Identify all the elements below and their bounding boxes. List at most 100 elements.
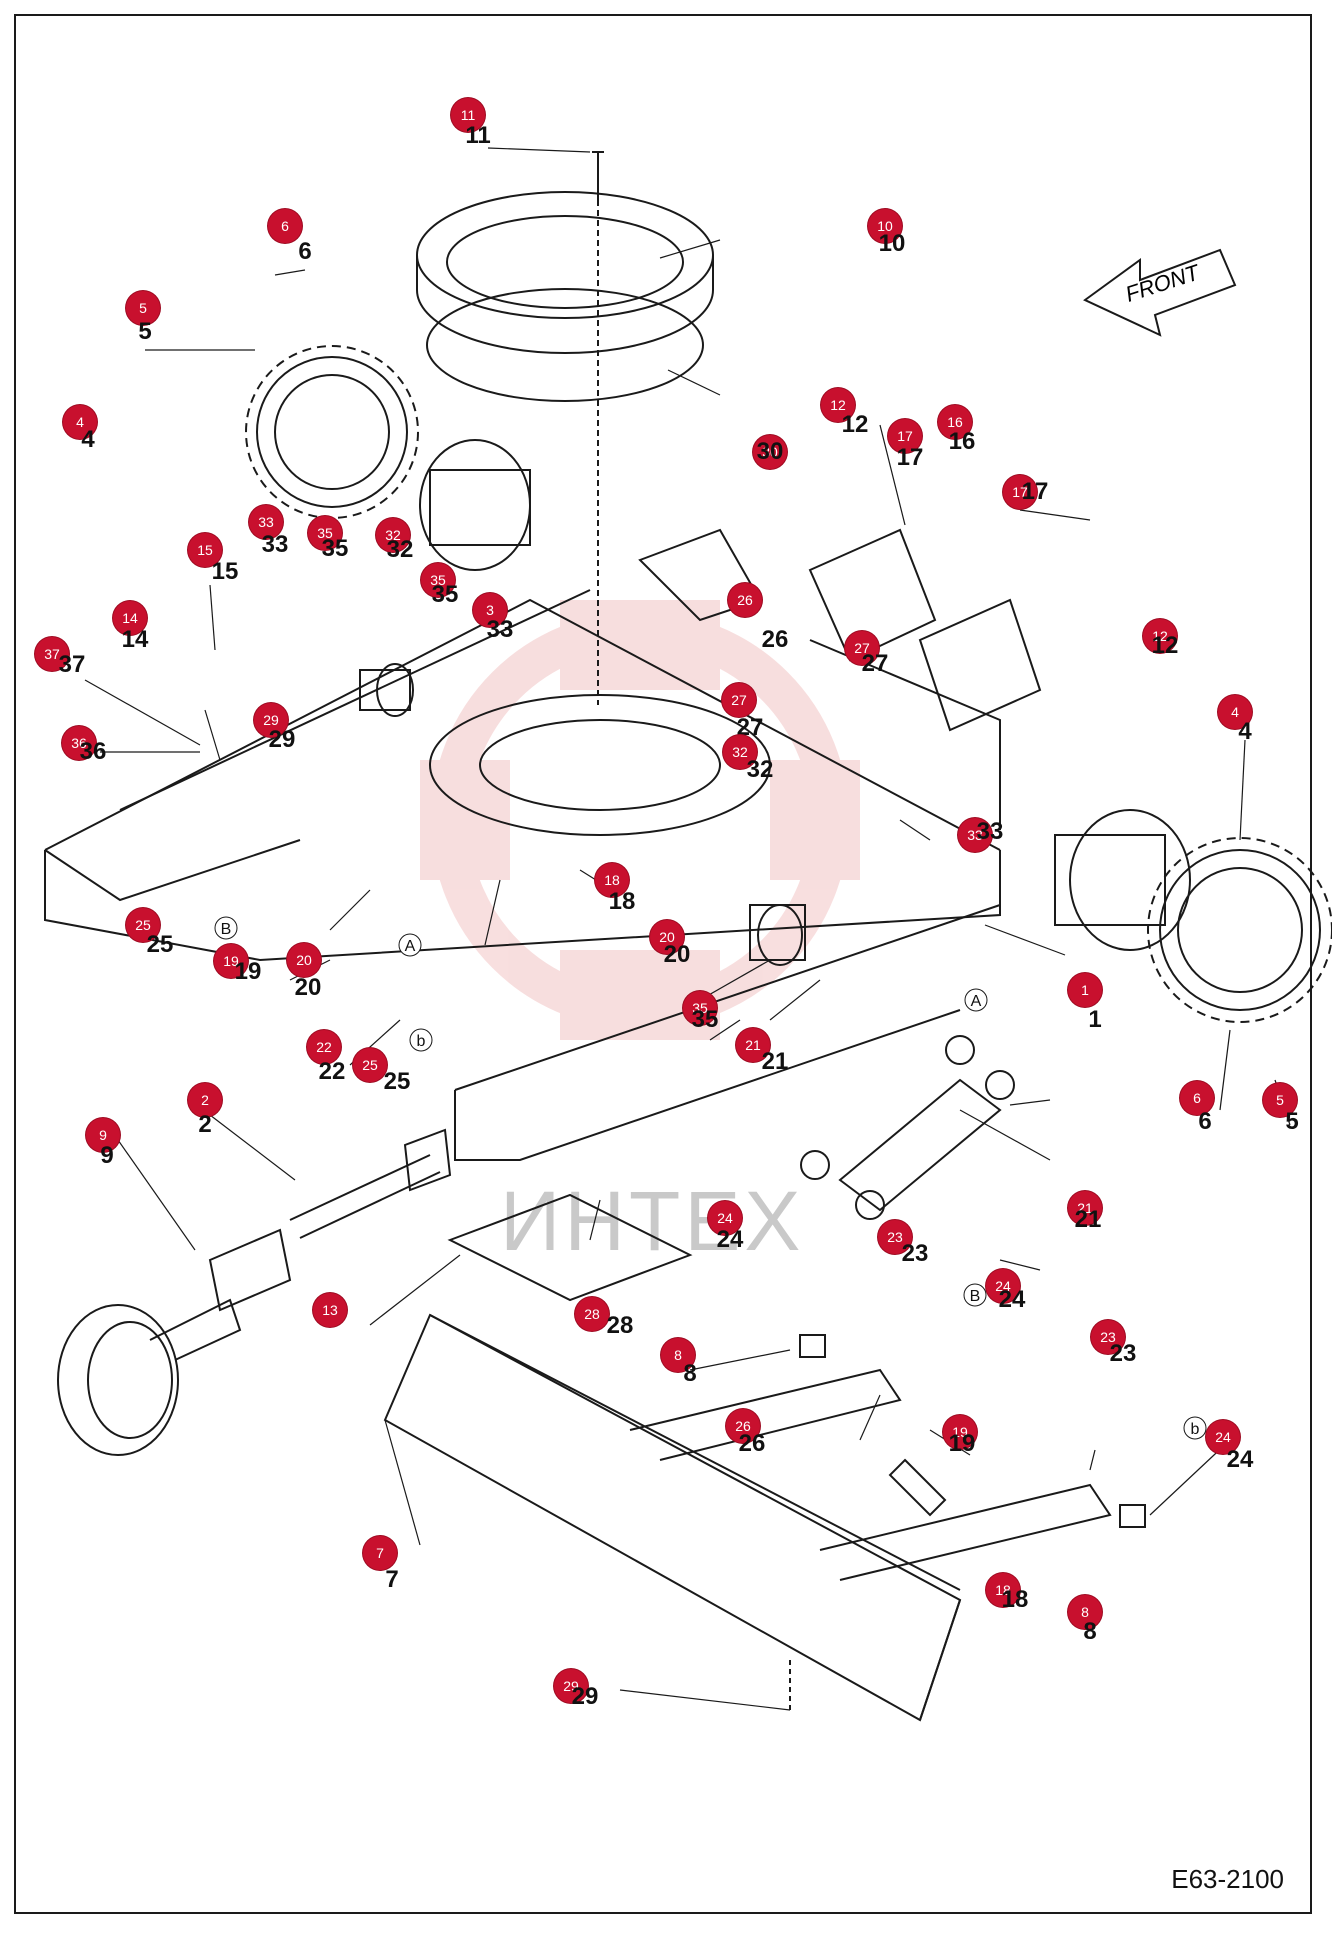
leader-lines (84, 147, 1291, 1711)
view-letter-b-small-1: b (417, 1033, 426, 1050)
callout-badge-21[interactable]: 21 (736, 1028, 770, 1062)
callout-badge-17[interactable]: 17 (1003, 475, 1037, 509)
callout-badge-15[interactable]: 15 (188, 533, 222, 567)
part-number-label-22: 22 (318, 1058, 346, 1085)
callout-badge-25[interactable]: 25 (353, 1048, 387, 1082)
part-number-label-5: 5 (1285, 1108, 1299, 1135)
callout-badge-12[interactable]: 12 (1143, 619, 1177, 653)
callout-badge-21[interactable]: 21 (1068, 1191, 1102, 1225)
part-number-label-35: 35 (431, 581, 459, 608)
view-letter-a1: A (405, 938, 416, 955)
callout-badge-6[interactable]: 6 (268, 209, 302, 243)
callout-badge-3[interactable]: 3 (473, 593, 507, 627)
callout-badge-27[interactable]: 27 (845, 631, 879, 665)
part-number-label-1: 1 (1088, 1006, 1102, 1033)
callout-badge-5[interactable]: 5 (126, 291, 160, 325)
bushing-upper (799, 1334, 826, 1358)
callout-badge-4[interactable]: 4 (1218, 695, 1252, 729)
callout-badge-35[interactable]: 35 (421, 563, 455, 597)
callout-badge-28[interactable]: 28 (575, 1297, 609, 1331)
callout-badge-18[interactable]: 18 (595, 863, 629, 897)
part-number-label-14: 14 (121, 626, 149, 653)
left-sprocket (245, 345, 419, 519)
part-number-label-12: 12 (841, 411, 869, 438)
part-number-label-20: 20 (294, 974, 322, 1001)
callout-badge-35[interactable]: 35 (308, 516, 342, 550)
callout-badge-26[interactable]: 26 (726, 1409, 760, 1443)
callout-badge-9[interactable]: 9 (86, 1118, 120, 1152)
part-number-label-6: 6 (298, 238, 312, 265)
callout-badge-7[interactable]: 7 (363, 1536, 397, 1570)
part-number-label-30: 30 (756, 438, 784, 465)
part-number-label-5: 5 (138, 318, 152, 345)
part-number-label-27: 27 (861, 650, 889, 677)
part-number-label-11: 11 (465, 122, 491, 149)
part-number-label-2: 2 (198, 1111, 212, 1138)
part-number-label-32: 32 (386, 536, 414, 563)
callout-badge-1[interactable]: 1 (1068, 973, 1102, 1007)
callout-badge-27[interactable]: 27 (722, 683, 756, 717)
callout-badge-32[interactable]: 32 (376, 518, 410, 552)
part-number-label-23: 23 (1109, 1340, 1137, 1367)
callout-badge-35[interactable]: 35 (683, 991, 717, 1025)
callout-badge-26[interactable]: 26 (728, 583, 762, 617)
view-letter-b2: B (970, 1288, 981, 1305)
part-number-label-8: 8 (1083, 1618, 1097, 1645)
callout-badge-8[interactable]: 8 (1068, 1595, 1102, 1629)
callout-badge-20[interactable]: 20 (650, 920, 684, 954)
front-direction-arrow (1083, 248, 1237, 337)
front-label: FRONT (1122, 259, 1203, 307)
callout-badge-16[interactable]: 16 (938, 405, 972, 439)
callout-badge-5[interactable]: 5 (1263, 1083, 1297, 1117)
callout-badge-13[interactable]: 13 (313, 1293, 347, 1327)
callout-badge-14[interactable]: 14 (113, 601, 147, 635)
view-letter-a2: A (971, 993, 982, 1010)
callout-badge-23[interactable]: 23 (1091, 1320, 1125, 1354)
part-number-label-23: 23 (901, 1240, 929, 1267)
part-number-label-6: 6 (1198, 1108, 1212, 1135)
left-travel-motor (419, 439, 531, 571)
callout-badge-33[interactable]: 33 (249, 505, 283, 539)
callout-badge-24[interactable]: 24 (708, 1201, 742, 1235)
callout-badge-25[interactable]: 25 (126, 908, 160, 942)
track-roller-left (359, 663, 414, 717)
callout-badge-4[interactable]: 4 (63, 405, 97, 439)
part-number-label-28: 28 (606, 1312, 634, 1339)
part-number-label-24: 24 (998, 1286, 1026, 1313)
view-letter-b1: B (221, 921, 232, 938)
callout-badge-36[interactable]: 36 (62, 726, 96, 760)
part-number-label-19: 19 (948, 1430, 976, 1457)
callout-badge-2[interactable]: 2 (188, 1083, 222, 1117)
lower-cover-plate (447, 1193, 693, 1302)
callout-badge-23[interactable]: 23 (878, 1220, 912, 1254)
part-number-label-4: 4 (1238, 718, 1252, 745)
callout-badge-24[interactable]: 24 (1206, 1420, 1240, 1454)
callout-badge-29[interactable]: 29 (254, 703, 288, 737)
callout-badge-11[interactable]: 11 (451, 98, 485, 132)
track-frame (44, 528, 1001, 1161)
callout-badge-6[interactable]: 6 (1180, 1081, 1214, 1115)
callout-badge-19[interactable]: 19 (214, 944, 248, 978)
callout-badge-20[interactable]: 20 (287, 943, 321, 977)
callout-badge-37[interactable]: 37 (35, 637, 69, 671)
part-number-label-33: 33 (976, 818, 1004, 845)
part-number-label-3: 33 (486, 616, 514, 643)
part-number-label-36: 36 (79, 738, 107, 765)
part-number-label-10: 10 (878, 230, 906, 257)
callout-badge-18[interactable]: 18 (986, 1573, 1020, 1607)
callout-badge-22[interactable]: 22 (307, 1030, 341, 1064)
callout-badge-19[interactable]: 19 (943, 1415, 977, 1449)
callout-badge-17[interactable]: 17 (888, 419, 922, 453)
callout-badge-24[interactable]: 24 (986, 1269, 1020, 1303)
swing-bearing (416, 191, 714, 354)
callout-badge-30[interactable]: 30 (753, 435, 787, 469)
part-number-label-17: 17 (1021, 478, 1049, 505)
callout-badge-10[interactable]: 10 (868, 209, 902, 243)
callout-badge-8[interactable]: 8 (661, 1338, 695, 1372)
callout-badge-32[interactable]: 32 (723, 735, 757, 769)
callout-badge-33[interactable]: 33 (958, 818, 992, 852)
bushing-lower (1119, 1504, 1146, 1528)
part-number-label-33: 33 (261, 531, 289, 558)
callout-badge-12[interactable]: 12 (821, 388, 855, 422)
callout-badge-29[interactable]: 29 (554, 1669, 588, 1703)
